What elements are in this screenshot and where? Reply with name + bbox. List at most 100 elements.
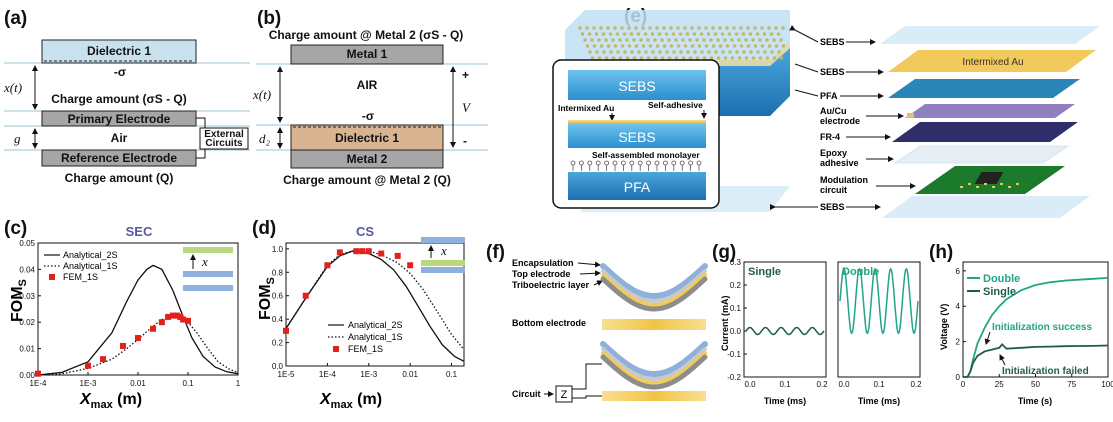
au-particle [641, 44, 646, 48]
external-circuits-box [199, 127, 249, 150]
pcb-chip [974, 172, 1004, 184]
au-particle [594, 32, 599, 36]
au-particle [655, 26, 659, 30]
x-tick-label: 0 [961, 380, 966, 389]
au-particle [660, 38, 664, 42]
plot-d-xlabel: Xmax (m) [319, 391, 382, 411]
data-point-fem [302, 292, 309, 299]
sam-molecule-head [637, 160, 643, 166]
panel-f: (f) Encapsulation Top electrode Triboele… [486, 242, 708, 403]
bottom-electrode-plate [602, 319, 706, 330]
y-tick-label: 0.6 [272, 292, 284, 301]
plot-g-ylabel: Current (mA) [720, 295, 730, 351]
au-particle [623, 50, 627, 54]
data-point-fem [359, 248, 366, 255]
au-particle [608, 32, 613, 36]
ribbon-layer [601, 269, 707, 303]
inset-pfa-layer [568, 172, 706, 200]
plot-c-title: SEC [126, 224, 153, 239]
plot-g-series [745, 267, 919, 336]
circuit-wire-bottom [196, 149, 206, 159]
data-point-fem [135, 335, 141, 342]
au-particle [690, 44, 695, 48]
au-particle [644, 50, 648, 54]
label-init-success: Initialization success [992, 322, 1092, 333]
label-top-electrode: Top electrode [512, 269, 570, 279]
au-particle [618, 38, 622, 42]
au-particle [625, 38, 629, 42]
sam-molecule-head [654, 160, 660, 166]
x-tick-label: 25 [995, 380, 1004, 389]
inset-d-blue-plate-2 [421, 267, 465, 273]
sam-molecule-head [671, 160, 677, 166]
circuit-wire-top [196, 117, 206, 128]
au-particle [601, 32, 606, 36]
charge-amount-top: Charge amount @ Metal 2 (σS - Q) [269, 28, 464, 42]
au-particle [599, 26, 603, 30]
inset-pfa-label: PFA [624, 179, 651, 195]
callout-electrode: electrode [820, 116, 860, 126]
au-particle [671, 32, 676, 36]
au-particle [749, 50, 753, 54]
y-tick-label: 0 [956, 373, 961, 382]
minus-sign: - [463, 134, 467, 148]
au-particle [762, 32, 767, 36]
legend-h-double: Double [983, 273, 1020, 285]
au-particle [742, 50, 746, 54]
legend-d-marker-fem [333, 346, 339, 352]
panel-label-a: (a) [4, 8, 27, 29]
au-particle [686, 50, 690, 54]
au-particle [679, 50, 683, 54]
au-particle [629, 32, 634, 36]
y-tick-label: 0.04 [19, 265, 35, 274]
au-particle [739, 44, 744, 48]
y-tick-label: 0.2 [272, 339, 284, 348]
charge-amount-bottom-b: Charge amount @ Metal 2 (Q) [283, 173, 451, 187]
au-particle [674, 56, 679, 60]
au-particle [636, 32, 641, 36]
data-point-fem [35, 370, 41, 377]
inset-self-adhesive-label: Self-adhesive [648, 100, 703, 110]
x-tick-label: 1E-3 [360, 370, 377, 379]
au-particle [632, 56, 637, 60]
callout-au-cu: Au/Cu [820, 106, 847, 116]
x-tick-label: 1E-5 [278, 370, 295, 379]
x-tick-label: 1E-4 [319, 370, 336, 379]
au-particle [709, 56, 714, 60]
au-particle [653, 56, 658, 60]
d2-label: d₂ [259, 131, 271, 146]
au-particle [765, 38, 769, 42]
series-line-analytical_2s [285, 250, 465, 362]
au-particle [685, 32, 690, 36]
sam-molecule-head [629, 160, 635, 166]
legend-d-fem: FEM_1S [348, 344, 383, 354]
data-point-fem [169, 312, 176, 319]
au-particle [769, 32, 774, 36]
au-particle [688, 38, 692, 42]
stack-au-label: Intermixed Au [962, 57, 1023, 68]
callout-sebs-1: SEBS [820, 37, 845, 47]
au-particle [755, 32, 760, 36]
panel-a: (a) Dielectric 1 -σ x(t) Charge amount (… [3, 8, 250, 185]
legend-c-2s: Analytical_2S [63, 250, 118, 260]
au-particle [721, 50, 725, 54]
panel-label-c: (c) [4, 218, 27, 239]
au-particle [653, 38, 657, 42]
label-circuit: Circuit [512, 389, 541, 399]
pcb-pad [984, 183, 987, 185]
callout-circuit: circuit [820, 185, 847, 195]
au-particle [616, 50, 620, 54]
au-particle [700, 50, 704, 54]
au-particle [751, 56, 756, 60]
plot-d-series [283, 248, 465, 362]
arrow-top-electrode [579, 270, 601, 277]
au-particle [651, 50, 655, 54]
au-particle [660, 56, 665, 60]
circuit-impedance-box [555, 385, 573, 403]
au-particle [704, 44, 709, 48]
au-particle [704, 26, 708, 30]
arrow-encapsulation [577, 261, 601, 268]
plot-h-series [963, 277, 1109, 378]
au-particle [650, 32, 655, 36]
